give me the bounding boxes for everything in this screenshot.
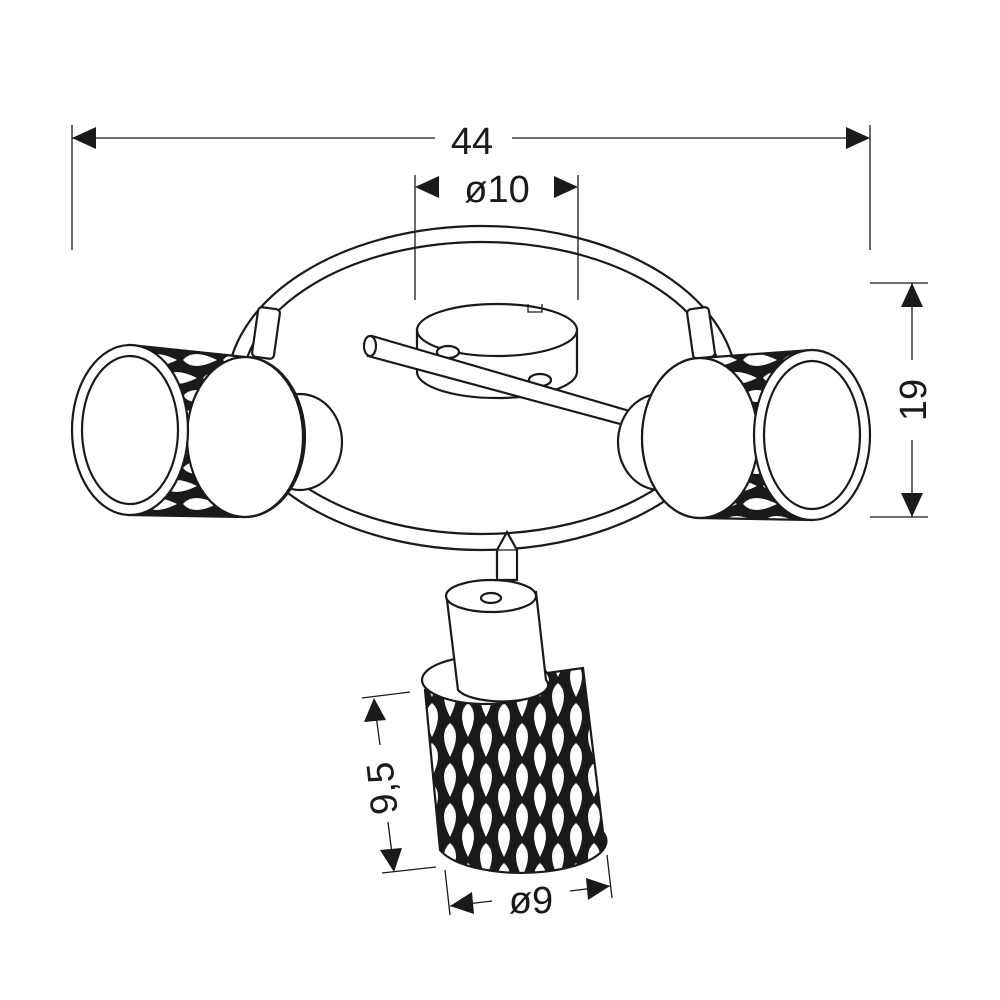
arm-end — [362, 334, 378, 358]
label-o9: ø9 — [509, 880, 553, 922]
left-shade — [70, 306, 344, 519]
dimension-overall-width: 44 — [71, 121, 871, 250]
dimension-canopy-diameter: ø10 — [414, 169, 579, 300]
label-o10: ø10 — [464, 169, 529, 211]
bottom-shade — [420, 529, 608, 874]
label-19: 19 — [893, 379, 935, 421]
dimension-overall-height: 19 — [870, 282, 935, 518]
dimension-shade-height: 9,5 — [359, 691, 437, 874]
label-9-5: 9,5 — [359, 760, 406, 817]
dimension-shade-diameter: ø9 — [444, 854, 613, 922]
right-shade — [616, 306, 872, 522]
label-44: 44 — [451, 121, 493, 163]
